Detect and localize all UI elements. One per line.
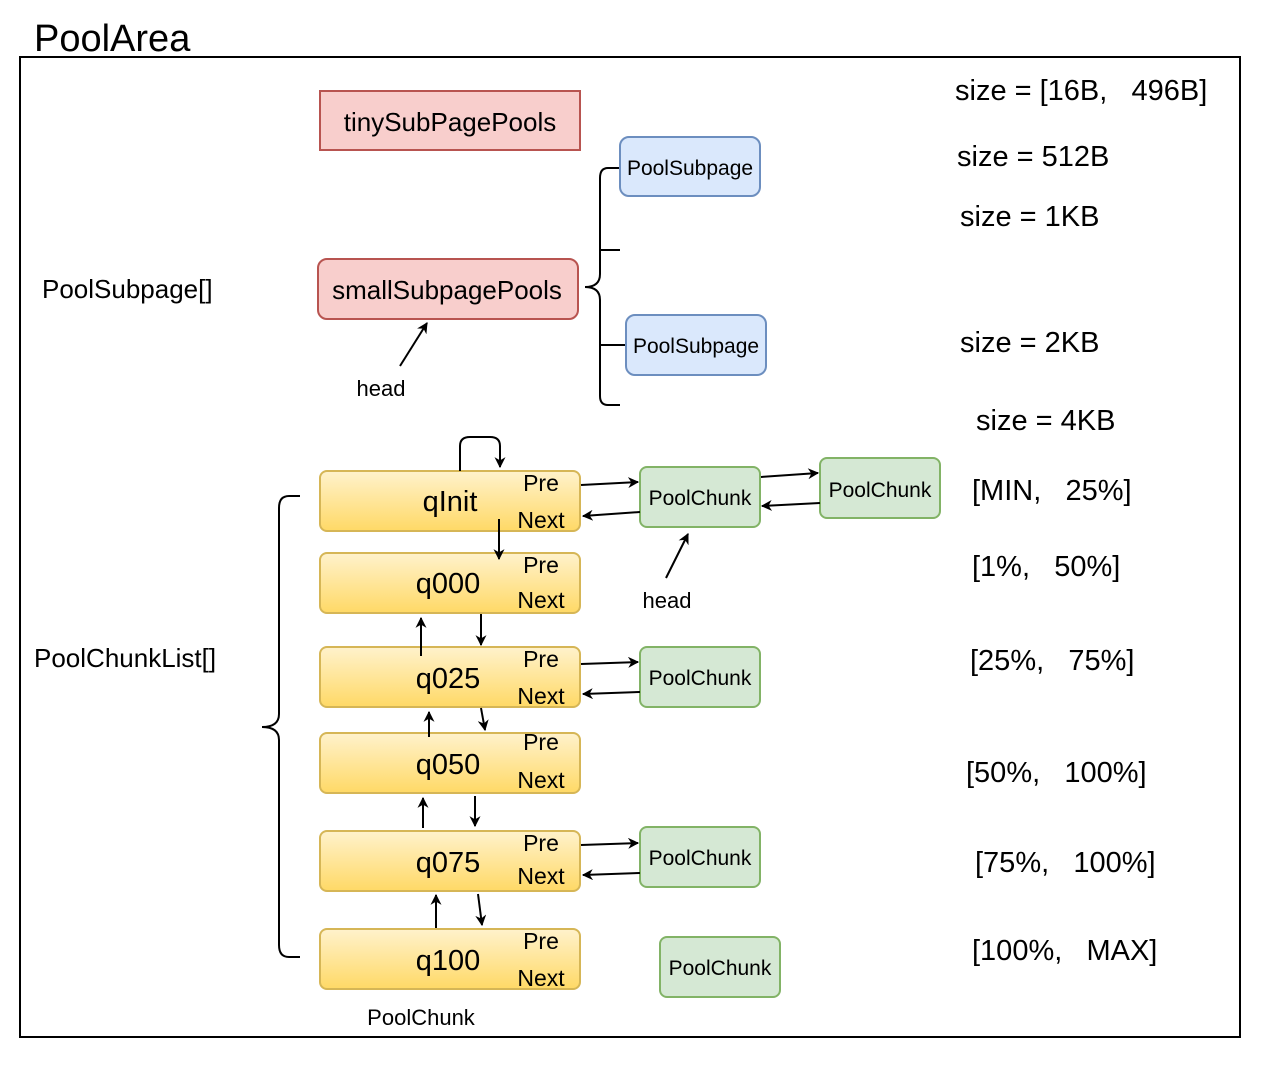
chunk-list-name-qinit: qInit: [423, 486, 478, 518]
pre-label-q000: Pre: [523, 552, 559, 578]
chunk-list-footer-label: PoolChunk: [367, 1005, 476, 1030]
chunk-list-qinit[interactable]: qInit Pre Next: [319, 470, 581, 533]
size-label-512b: size = 512B: [957, 141, 1109, 173]
next-label-q100: Next: [517, 965, 565, 991]
chunk-list-name-q025: q025: [416, 663, 481, 695]
pool-chunk-box-q075[interactable]: PoolChunk: [639, 826, 761, 888]
range-label-q100: [100%, MAX]: [972, 935, 1157, 967]
chunk-list-q075[interactable]: q075 Pre Next: [319, 830, 581, 892]
pre-label-q050: Pre: [523, 729, 559, 755]
chunk-list-name-q100: q100: [416, 945, 481, 977]
q025-pre-to-chunk-arrow: [580, 656, 640, 668]
diagram-title: PoolArea: [34, 18, 191, 60]
pool-subpage-box-1[interactable]: PoolSubpage: [619, 136, 761, 197]
pool-subpage-label-1: PoolSubpage: [627, 157, 753, 180]
pre-label-q100: Pre: [523, 928, 559, 954]
small-subpage-pools-label: smallSubpagePools: [332, 275, 562, 305]
chunk-to-q075-next-arrow: [581, 869, 641, 881]
tiny-subpage-pools-box[interactable]: tinySubPagePools: [319, 90, 581, 151]
next-label-qinit: Next: [517, 507, 565, 533]
next-label-q050: Next: [517, 767, 565, 793]
chunk-list-brace: [261, 495, 300, 958]
small-pools-head-label: head: [357, 376, 406, 401]
chunk-head-arrow: [665, 533, 689, 579]
pool-chunk-box-qinit-2[interactable]: PoolChunk: [819, 457, 941, 519]
chunk-head-label: head: [643, 588, 692, 613]
chunk-list-q100[interactable]: q100 Pre Next: [319, 928, 581, 991]
range-label-qinit: [MIN, 25%]: [972, 475, 1132, 507]
next-label-q075: Next: [517, 863, 565, 889]
pool-chunk-box-q100[interactable]: PoolChunk: [659, 936, 781, 998]
pre-label-q075: Pre: [523, 830, 559, 856]
pre-label-q025: Pre: [523, 646, 559, 672]
range-label-q025: [25%, 75%]: [970, 645, 1134, 677]
pool-chunk-list-array-label: PoolChunkList[]: [34, 643, 216, 673]
chunk-list-q050[interactable]: q050 Pre Next: [319, 729, 581, 794]
pool-chunk-label-qinit-1: PoolChunk: [649, 487, 752, 510]
size-label-tiny: size = [16B, 496B]: [955, 75, 1207, 107]
chunk-list-q025[interactable]: q025 Pre Next: [319, 646, 581, 709]
qinit-pre-to-chunk-arrow: [580, 477, 640, 489]
pool-subpage-box-2[interactable]: PoolSubpage: [625, 314, 767, 376]
chunk-list-name-q075: q075: [416, 847, 481, 879]
pool-chunk-label-qinit-2: PoolChunk: [829, 479, 932, 502]
chunk-list-q000[interactable]: q000 Pre Next: [319, 552, 581, 614]
small-pools-head-arrow: [399, 322, 428, 367]
pool-area-frame: [19, 56, 1241, 1038]
tiny-subpage-pools-label: tinySubPagePools: [344, 107, 556, 137]
next-label-q025: Next: [517, 683, 565, 709]
pool-subpage-label-2: PoolSubpage: [633, 335, 759, 358]
range-label-q075: [75%, 100%]: [975, 847, 1156, 879]
size-label-1kb: size = 1KB: [960, 201, 1099, 233]
qinit-self-loop-arrow: [459, 436, 506, 471]
pool-chunk-box-qinit-1[interactable]: PoolChunk: [639, 466, 761, 528]
pool-chunk-label-q100: PoolChunk: [669, 957, 772, 980]
size-label-4kb: size = 4KB: [976, 405, 1115, 437]
subpage-list-brace: [584, 167, 620, 406]
chunk-list-name-q050: q050: [416, 749, 481, 781]
chunk-to-qinit-next-arrow: [581, 509, 641, 521]
pool-chunk-label-q075: PoolChunk: [649, 847, 752, 870]
chunk-to-chunk-next-arrow: [760, 468, 820, 480]
pre-label-qinit: Pre: [523, 470, 559, 496]
next-label-q000: Next: [517, 587, 565, 613]
q075-to-q100-arrow: [475, 893, 487, 927]
q025-to-q050-arrow: [477, 707, 489, 732]
pool-subpage-array-label: PoolSubpage[]: [42, 274, 213, 304]
range-label-q000: [1%, 50%]: [972, 551, 1120, 583]
chunk-list-name-q000: q000: [416, 568, 481, 600]
small-subpage-pools-box[interactable]: smallSubpagePools: [317, 258, 579, 320]
size-label-2kb: size = 2KB: [960, 327, 1099, 359]
q075-pre-to-chunk-arrow: [580, 837, 640, 849]
chunk-to-q025-next-arrow: [581, 688, 641, 700]
chunk-to-chunk-prev-arrow: [760, 499, 821, 511]
pool-chunk-box-q025[interactable]: PoolChunk: [639, 646, 761, 708]
pool-chunk-label-q025: PoolChunk: [649, 667, 752, 690]
range-label-q050: [50%, 100%]: [966, 757, 1147, 789]
